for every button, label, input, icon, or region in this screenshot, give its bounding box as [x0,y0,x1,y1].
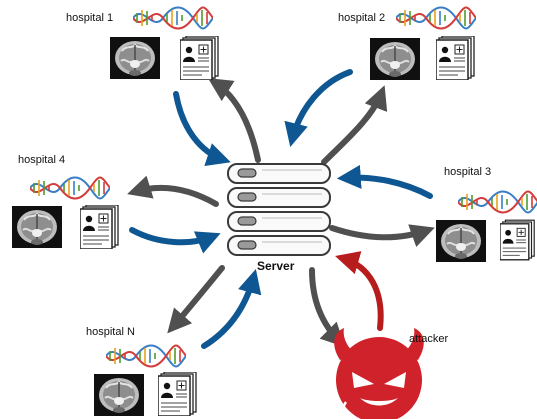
server-rack-icon [227,163,331,256]
patient-record-icon [436,36,475,80]
dna-helix-icon [133,6,213,30]
arrow-download-hospital-2 [321,85,388,165]
hospital-1-node [110,6,219,80]
hospital-n-node [94,344,197,416]
arrow-download-hospital-1 [207,78,261,163]
hospital-4-label: hospital 4 [18,154,66,166]
hospital-1-label: hospital 1 [66,12,114,24]
hospital-2-label: hospital 2 [338,12,386,24]
arrow-upload-hospital-4 [129,227,221,254]
arrow-attack [335,251,384,331]
dna-helix-icon [30,176,110,200]
brain-mri-icon [436,220,486,262]
arrow-download-attacker [309,267,346,348]
arrow-upload-hospital-1 [173,91,231,167]
devil-icon [334,328,424,419]
arrows [127,69,435,349]
patient-record-icon [180,36,219,80]
arrow-download-hospital-3 [329,224,435,247]
dna-helix-icon [106,344,186,368]
hospital-n-label: hospital N [86,326,135,338]
brain-mri-icon [110,37,160,79]
brain-mri-icon [10,206,64,248]
arrow-upload-hospital-n [201,269,262,349]
hospital-3-node [436,190,537,262]
patient-record-icon [80,205,119,249]
arrow-upload-hospital-2 [284,69,353,147]
dna-helix-icon [458,190,537,214]
arrow-download-hospital-n [167,265,225,334]
arrow-download-hospital-4 [127,175,219,207]
hospital-2-node [370,6,476,80]
brain-mri-icon [94,374,144,416]
patient-record-icon [158,372,197,416]
hospital-3-label: hospital 3 [444,166,492,178]
arrow-upload-hospital-3 [336,164,433,199]
hospital-4-node [10,176,119,249]
brain-mri-icon [370,38,420,80]
patient-record-icon [500,219,535,261]
server-label: Server [257,259,295,273]
attacker-label: attacker [409,333,449,345]
dna-helix-icon [396,6,476,30]
